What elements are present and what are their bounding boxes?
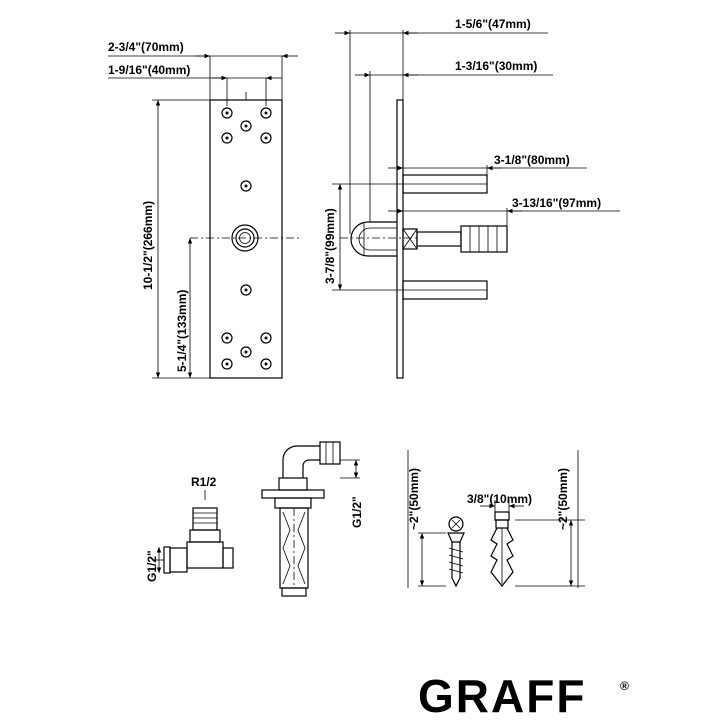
tee-thread-top: R1/2: [191, 475, 217, 489]
tee-thread-side: G1/2": [145, 550, 159, 582]
front-elbow: [350, 221, 397, 257]
lower-hole: [240, 284, 252, 296]
bottom-hole-cluster: [221, 332, 272, 370]
graff-logo: GRAFF ®: [418, 670, 629, 720]
anchor-diameter: 3/8"(10mm): [467, 492, 532, 506]
elbow-thread-side: G1/2": [350, 496, 364, 528]
dim-depth-inner: 1-3/16"(30mm): [455, 59, 537, 73]
dim-width-overall: 2-3/4"(70mm): [108, 40, 184, 54]
anchor-length: ~2"(50mm): [556, 468, 570, 530]
dim-height-overall: 10-1/2"(266mm): [141, 201, 155, 290]
tee-fitting: R1/2 G1/2": [145, 475, 234, 582]
logo-text: GRAFF: [418, 670, 586, 720]
plate-side-view: 1-5/6"(47mm) 1-3/16"(30mm) 3-1/8"(80mm) …: [323, 17, 620, 379]
dim-center-height: 5-1/4"(133mm): [175, 290, 189, 372]
dim-inlet-length: 3-13/16"(97mm): [512, 196, 601, 210]
dim-stud-spacing: 3-7/8"(99mm): [323, 208, 337, 284]
wall-anchor: 3/8"(10mm) ~2"(50mm): [467, 450, 585, 588]
plate-side-outline: [396, 99, 404, 379]
inlet-pipe: [402, 225, 508, 253]
elbow-assembly: G1/2": [261, 441, 364, 597]
dim-hole-spacing: 1-9/16"(40mm): [108, 63, 190, 77]
dim-depth-outer: 1-5/6"(47mm): [455, 17, 531, 31]
upper-hole: [240, 180, 252, 192]
top-hole-cluster: [221, 107, 272, 144]
screw-length: ~2"(50mm): [407, 468, 421, 530]
plate-front-view: 2-3/4"(70mm) 1-9/16"(40mm) 10-1/2"(266mm…: [108, 40, 300, 379]
screw: ~2"(50mm): [407, 450, 465, 588]
dim-stud-length: 3-1/8"(80mm): [494, 153, 570, 167]
registered-mark: ®: [620, 679, 629, 693]
